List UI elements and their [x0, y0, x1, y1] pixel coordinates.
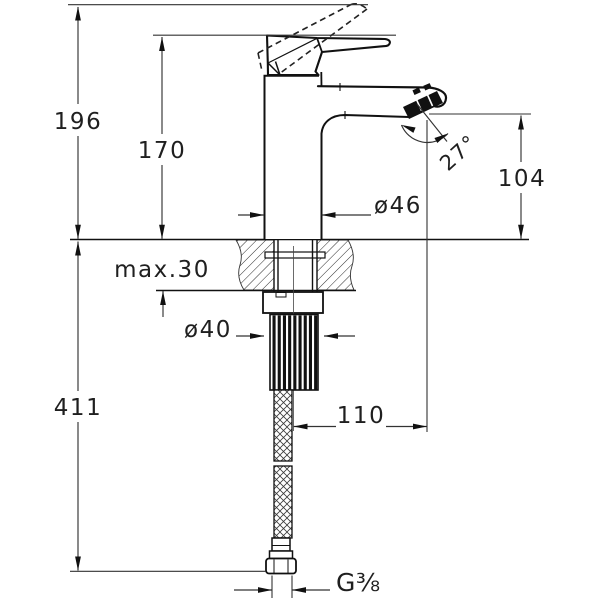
spout-underside-and-body-right	[320, 113, 410, 239]
spout-top-edge	[316, 85, 448, 108]
mounting-nut-notch	[275, 292, 287, 298]
dim-411: 411	[54, 241, 266, 572]
dim-label-411: 411	[54, 395, 102, 421]
extension-lines-top	[68, 4, 396, 36]
dim-label-dia40: ø40	[184, 317, 232, 343]
counter-hatch-right	[316, 239, 355, 291]
dim-label-196: 196	[54, 109, 102, 135]
dim-max30: max.30	[114, 257, 210, 317]
handle-detail-lines	[267, 37, 323, 76]
dim-110: 110	[293, 120, 428, 432]
mounting-nut	[262, 291, 324, 314]
faucet-body-group	[257, 3, 448, 239]
faucet-body	[263, 76, 322, 239]
countertop-section	[70, 238, 529, 292]
mounting-washer	[264, 251, 326, 259]
dim-label-max30: max.30	[114, 257, 210, 283]
dim-label-170: 170	[138, 138, 186, 164]
aerator	[403, 83, 443, 119]
dim-170: 170	[138, 37, 186, 239]
counter-hatch-left	[235, 239, 275, 291]
dim-label-g38: G⅜	[336, 568, 381, 597]
handle-lever	[265, 34, 391, 77]
hex-nut	[265, 557, 297, 575]
dim-196: 196	[54, 6, 102, 239]
mounting-shank	[273, 240, 318, 292]
spout-fill	[317, 84, 447, 133]
hose-end-fitting	[265, 537, 297, 575]
dim-g38: G⅜	[234, 568, 381, 598]
dim-104: 104	[429, 113, 546, 239]
dim-dia40: ø40	[184, 317, 355, 343]
dim-label-dia46: ø46	[374, 193, 422, 219]
dim-dia46: ø46	[238, 193, 422, 219]
ribbed-connector	[269, 313, 319, 391]
under-counter-assembly	[262, 246, 324, 575]
dim-label-104: 104	[498, 166, 546, 192]
flex-hose	[273, 389, 293, 539]
dim-label-110: 110	[337, 403, 385, 429]
